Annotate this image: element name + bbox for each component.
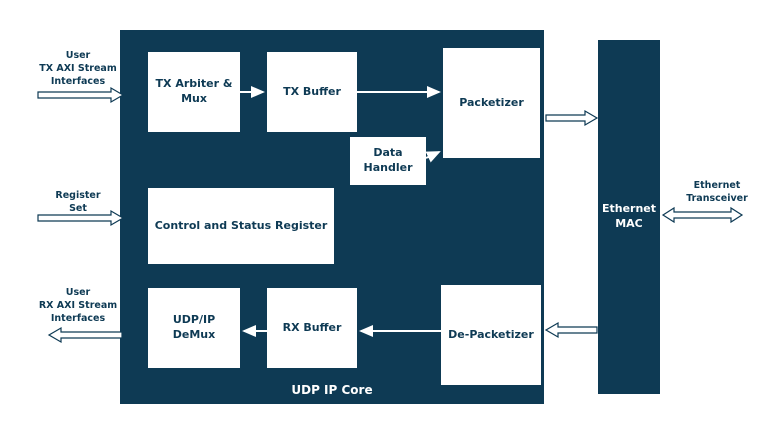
- block-tx-arbiter-mux: TX Arbiter & Mux: [148, 52, 240, 132]
- de-packetizer-label: De-Packetizer: [448, 327, 534, 341]
- block-packetizer: Packetizer: [443, 48, 540, 158]
- tx-arbiter-mux-label: TX Arbiter & Mux: [155, 77, 233, 105]
- udp-ip-core-title: UDP IP Core: [291, 383, 373, 397]
- packetizer-label: Packetizer: [459, 95, 524, 109]
- register-set-label: Register Set: [55, 190, 101, 214]
- block-udp-ip-demux: UDP/IP DeMux: [148, 288, 240, 368]
- arrow-user-tx-in: [37, 86, 125, 104]
- block-rx-buffer: RX Buffer: [267, 288, 357, 368]
- block-ethernet-mac: Ethernet MAC: [598, 40, 660, 394]
- arrow-user-rx-out: [47, 326, 123, 344]
- control-status-register-label: Control and Status Register: [154, 218, 328, 232]
- arrow-core-to-mac: [545, 109, 599, 127]
- block-de-packetizer: De-Packetizer: [441, 285, 541, 385]
- tx-buffer-label: TX Buffer: [283, 84, 341, 98]
- data-handler-label: Data Handler: [363, 146, 413, 174]
- block-data-handler: Data Handler: [350, 137, 426, 185]
- user-tx-axi-stream-label: User TX AXI Stream Interfaces: [39, 50, 117, 87]
- block-control-status-register: Control and Status Register: [148, 188, 334, 264]
- udp-ip-demux-label: UDP/IP DeMux: [172, 313, 216, 341]
- arrow-mac-transceiver-bidir: [661, 206, 744, 224]
- user-rx-axi-stream-label: User RX AXI Stream Interfaces: [38, 287, 118, 324]
- rx-buffer-label: RX Buffer: [282, 320, 342, 334]
- ethernet-mac-label: Ethernet MAC: [601, 202, 657, 230]
- arrow-mac-to-core: [544, 321, 598, 339]
- block-tx-buffer: TX Buffer: [267, 52, 357, 132]
- ethernet-transceiver-label: Ethernet Transceiver: [686, 180, 748, 204]
